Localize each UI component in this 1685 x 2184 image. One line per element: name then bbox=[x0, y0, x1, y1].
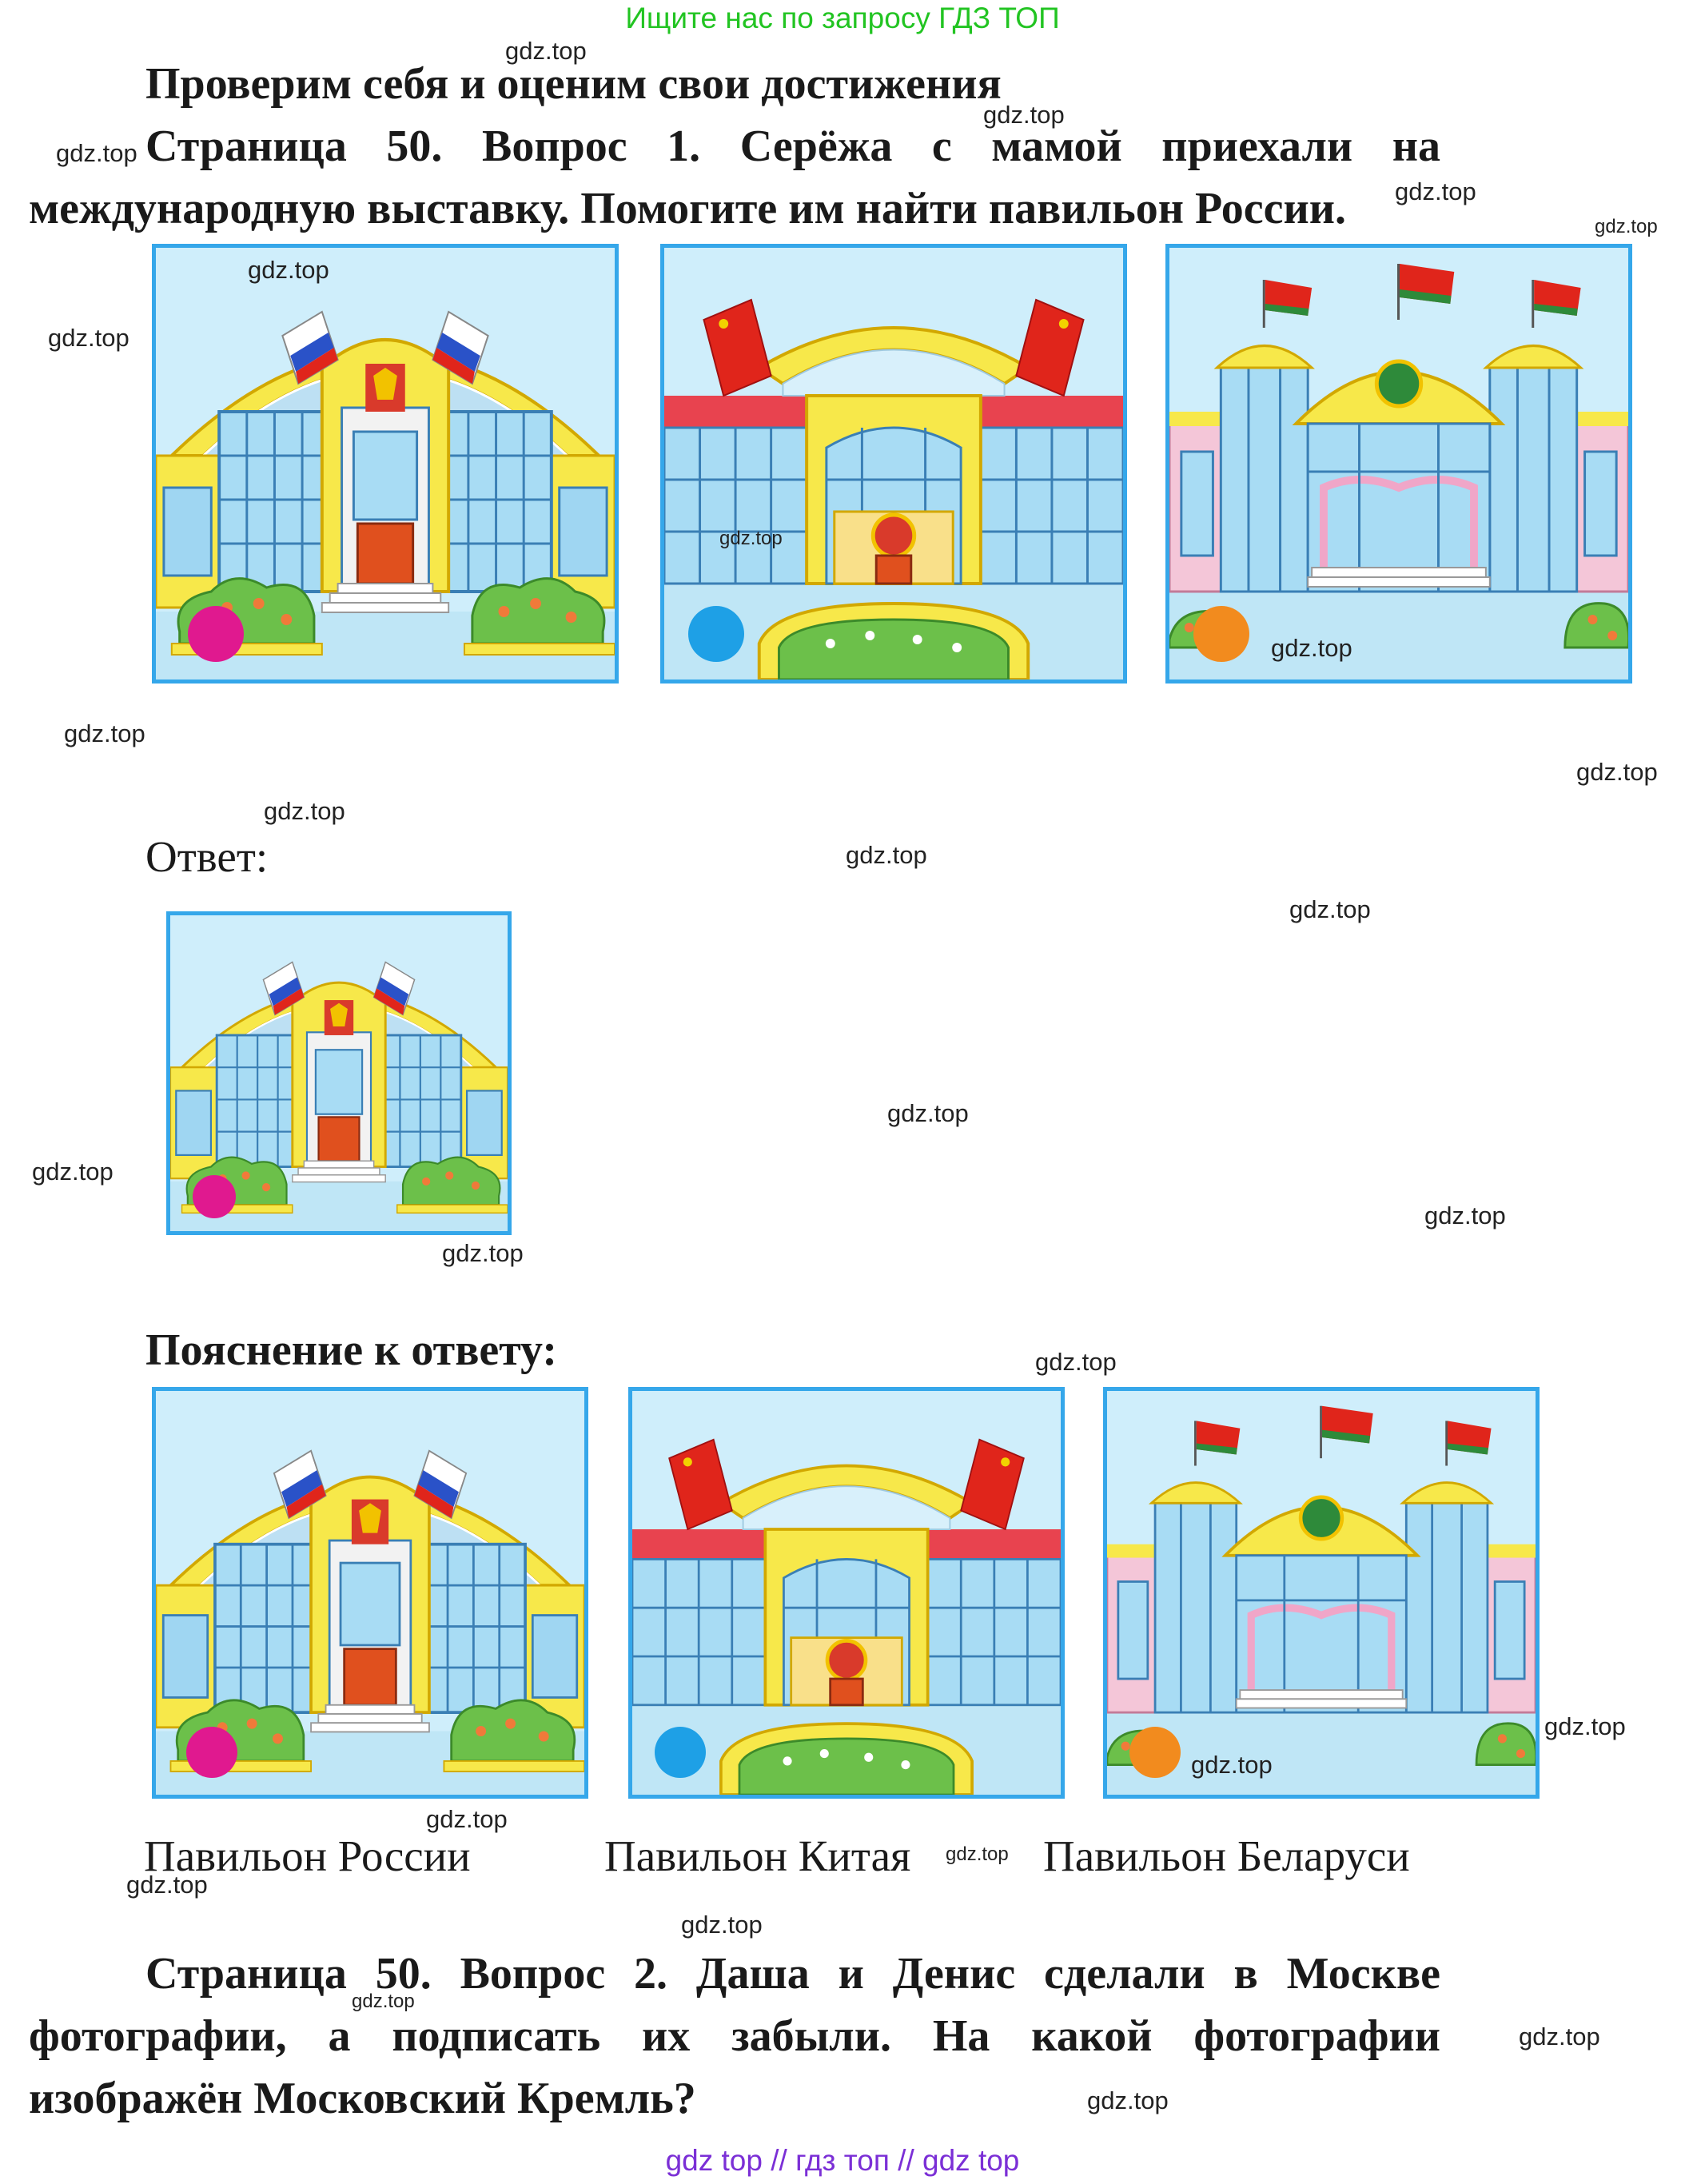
blue-dot bbox=[688, 606, 744, 662]
watermark: gdz.top bbox=[1289, 895, 1371, 923]
magenta-dot bbox=[193, 1175, 236, 1218]
magenta-dot bbox=[186, 1727, 237, 1778]
watermark: gdz.top bbox=[1191, 1751, 1273, 1779]
blue-dot bbox=[655, 1727, 706, 1778]
question-2-line-3: изображён Московский Кремль? bbox=[29, 2074, 696, 2123]
caption-china: Павильон Китая bbox=[604, 1831, 911, 1880]
watermark: gdz.top bbox=[846, 841, 927, 869]
magenta-dot bbox=[188, 606, 244, 662]
watermark: gdz.top bbox=[887, 1099, 969, 1127]
question-1-line-1: Страница 50. Вопрос 1. Серёжа с мамой пр… bbox=[145, 122, 1440, 171]
explanation-card-russia[interactable] bbox=[152, 1387, 588, 1799]
watermark: gdz.top bbox=[1271, 634, 1352, 662]
caption-russia: Павильон России bbox=[144, 1831, 471, 1880]
pavilion-card-china[interactable] bbox=[660, 244, 1127, 683]
watermark: gdz.top bbox=[1035, 1348, 1117, 1376]
explanation-card-belarus[interactable] bbox=[1103, 1387, 1540, 1799]
watermark: gdz.top bbox=[64, 719, 145, 747]
watermark: gdz.top bbox=[426, 1805, 508, 1833]
pavilion-card-belarus[interactable] bbox=[1165, 244, 1632, 683]
watermark: gdz.top bbox=[1424, 1202, 1506, 1229]
watermark: gdz.top bbox=[442, 1239, 524, 1267]
pavilion-card-russia[interactable] bbox=[152, 244, 619, 683]
explanation-label: Пояснение к ответу: bbox=[145, 1325, 557, 1375]
watermark: gdz.top bbox=[1544, 1712, 1626, 1740]
watermark: gdz.top bbox=[946, 1843, 1009, 1865]
top-banner[interactable]: Ищите нас по запросу ГДЗ ТОП bbox=[625, 2, 1060, 34]
answer-label: Ответ: bbox=[145, 832, 269, 881]
section-title: Проверим себя и оценим свои достижения bbox=[145, 59, 1002, 109]
watermark: gdz.top bbox=[32, 1158, 114, 1186]
answer-card-russia[interactable] bbox=[166, 911, 512, 1235]
watermark: gdz.top bbox=[1595, 216, 1658, 237]
watermark: gdz.top bbox=[719, 528, 783, 549]
watermark: gdz.top bbox=[352, 1991, 415, 2012]
question-2-line-1: Страница 50. Вопрос 2. Даша и Денис сдел… bbox=[145, 1949, 1440, 1999]
watermark: gdz.top bbox=[248, 256, 329, 284]
watermark: gdz.top bbox=[48, 324, 129, 352]
watermark: gdz.top bbox=[983, 101, 1065, 129]
watermark: gdz.top bbox=[1576, 758, 1658, 786]
orange-dot bbox=[1129, 1727, 1181, 1778]
watermark: gdz.top bbox=[1395, 177, 1476, 205]
bottom-banner[interactable]: gdz top // гдз топ // gdz top bbox=[665, 2144, 1020, 2177]
watermark: gdz.top bbox=[56, 139, 137, 167]
watermark: gdz.top bbox=[681, 1911, 763, 1939]
explanation-card-china[interactable] bbox=[628, 1387, 1065, 1799]
watermark: gdz.top bbox=[264, 797, 345, 825]
watermark: gdz.top bbox=[1087, 2086, 1169, 2114]
watermark: gdz.top bbox=[1519, 2023, 1600, 2050]
caption-belarus: Павильон Беларуси bbox=[1043, 1831, 1410, 1880]
watermark: gdz.top bbox=[505, 37, 587, 65]
watermark: gdz.top bbox=[126, 1871, 208, 1899]
question-2-line-2: фотографии, а подписать их забыли. На ка… bbox=[29, 2011, 1440, 2061]
orange-dot bbox=[1193, 606, 1249, 662]
question-1-line-2: международную выставку. Помогите им найт… bbox=[29, 184, 1347, 233]
